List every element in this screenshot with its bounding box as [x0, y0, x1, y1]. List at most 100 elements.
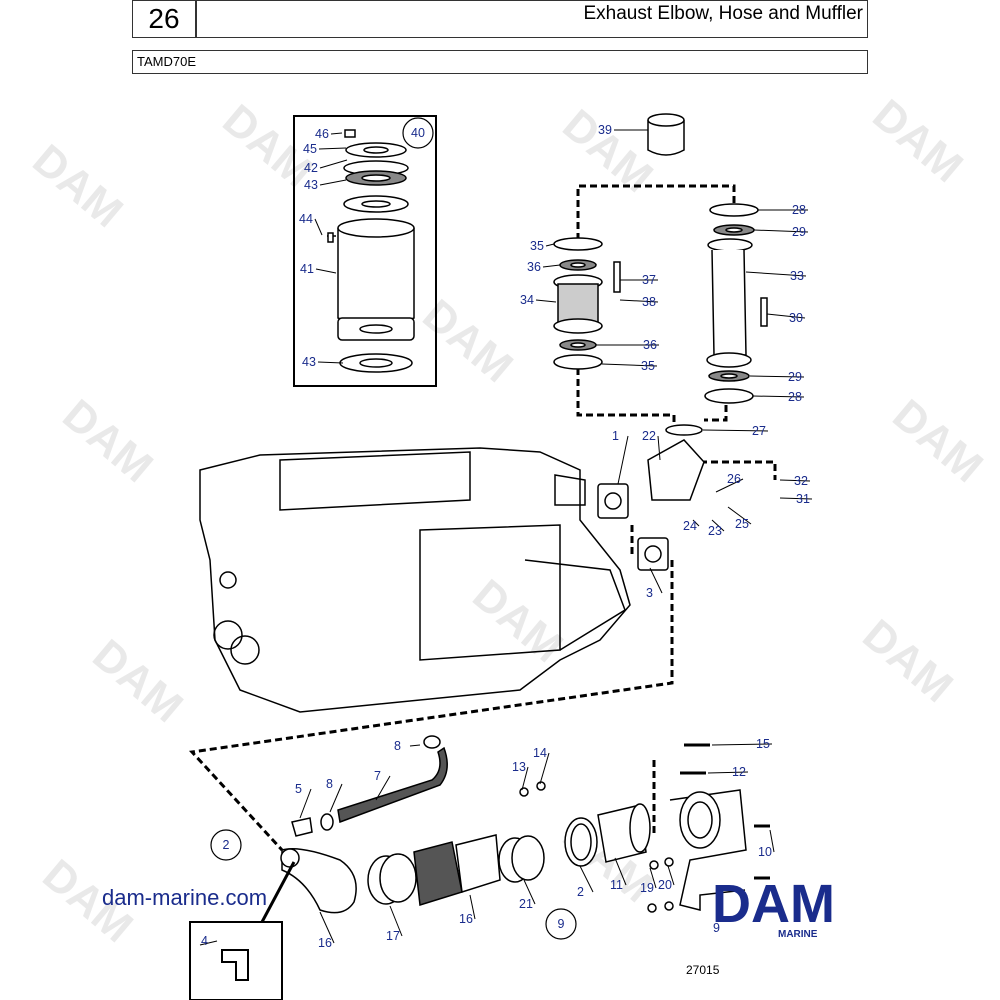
callout-leader	[692, 519, 700, 527]
callout-31: 31	[796, 492, 810, 506]
callout-33: 33	[790, 269, 804, 283]
callout-21: 21	[519, 897, 533, 911]
model-box: TAMD70E	[132, 50, 868, 74]
logo-sub: MARINE	[778, 929, 818, 940]
callout-leader	[711, 519, 725, 532]
callout-leader	[319, 179, 347, 186]
callout-leader	[521, 766, 529, 791]
callout-29: 29	[792, 225, 806, 239]
watermark: DAM	[464, 570, 572, 672]
callout-9: 9	[713, 921, 720, 935]
callout-leader	[753, 229, 809, 233]
callout-25: 25	[735, 517, 749, 531]
callout-2: 2	[577, 885, 584, 899]
callout-leader	[769, 829, 775, 853]
callout-leader	[314, 218, 323, 236]
callout-7: 7	[374, 769, 381, 783]
callout-8: 8	[326, 777, 333, 791]
callout-leader	[319, 911, 335, 944]
callout-leader	[711, 743, 773, 746]
callout-8: 8	[394, 739, 401, 753]
lower-exhaust-parts	[280, 735, 770, 914]
callout-23: 23	[708, 524, 722, 538]
circled-callout-2: 2	[223, 838, 230, 852]
callout-leader	[199, 940, 218, 946]
callout-leader	[299, 788, 312, 819]
callout-28: 28	[788, 390, 802, 404]
title-box: Exhaust Elbow, Hose and Muffler	[196, 0, 868, 38]
callout-leader	[315, 268, 337, 274]
callout-leader	[715, 478, 744, 493]
upper-exhaust-parts	[553, 113, 768, 571]
callout-29: 29	[788, 370, 802, 384]
callout-27: 27	[752, 424, 766, 438]
callout-leader	[409, 744, 421, 747]
circled-callout-ring	[402, 117, 434, 149]
callout-leader	[766, 313, 806, 319]
circled-callout-9: 9	[558, 917, 565, 931]
callout-24: 24	[683, 519, 697, 533]
callout-leader	[579, 865, 594, 893]
callout-leader	[619, 299, 659, 303]
callout-leader	[649, 867, 657, 889]
callout-22: 22	[642, 429, 656, 443]
callout-5: 5	[295, 782, 302, 796]
callout-19: 19	[640, 881, 654, 895]
callout-4: 4	[201, 934, 208, 948]
callout-20: 20	[658, 878, 672, 892]
callout-38: 38	[642, 295, 656, 309]
figure-number: 27015	[686, 963, 720, 977]
callout-leader	[727, 506, 752, 525]
callout-leader	[649, 567, 663, 594]
watermark: DAM	[854, 610, 962, 712]
callout-leader	[702, 429, 769, 432]
callout-leader	[535, 299, 557, 303]
callout-28: 28	[792, 203, 806, 217]
callout-leader	[539, 752, 550, 785]
callout-44: 44	[299, 212, 313, 226]
assembly-lines	[188, 184, 777, 852]
circled-callout-ring	[210, 829, 242, 861]
callout-35: 35	[641, 359, 655, 373]
dam-marine-logo: DAM	[712, 878, 835, 928]
circled-callout-ring	[545, 908, 577, 940]
callout-12: 12	[732, 765, 746, 779]
callout-leader	[523, 879, 536, 905]
callout-leader	[375, 775, 391, 801]
watermark: DAM	[24, 135, 132, 237]
model-label: TAMD70E	[137, 54, 196, 69]
muffler-inset	[293, 115, 437, 387]
callout-10: 10	[758, 845, 772, 859]
callout-16: 16	[459, 912, 473, 926]
website-label: dam-marine.com	[102, 885, 268, 910]
callout-1: 1	[612, 429, 619, 443]
callout-leader	[317, 361, 344, 364]
callout-leader	[330, 132, 343, 135]
callout-16: 16	[318, 936, 332, 950]
watermark: DAM	[414, 290, 522, 392]
logo-brand: DAM	[712, 878, 835, 928]
callout-43: 43	[302, 355, 316, 369]
callout-32: 32	[794, 474, 808, 488]
page-title: Exhaust Elbow, Hose and Muffler	[583, 3, 863, 24]
callout-leader	[752, 395, 805, 398]
engine-illustration	[199, 447, 631, 713]
callout-leader	[319, 159, 348, 169]
watermark: DAM	[864, 90, 972, 192]
callout-leader	[542, 264, 561, 268]
callout-35: 35	[530, 239, 544, 253]
callout-leader	[779, 479, 811, 482]
callout-43: 43	[304, 178, 318, 192]
circled-callout-40: 40	[411, 126, 425, 140]
callout-42: 42	[304, 161, 318, 175]
watermark: DAM	[54, 390, 162, 492]
callout-46: 46	[315, 127, 329, 141]
callout-14: 14	[533, 746, 547, 760]
callout-36: 36	[527, 260, 541, 274]
callout-39: 39	[598, 123, 612, 137]
callout-41: 41	[300, 262, 314, 276]
callout-leader	[617, 435, 629, 485]
section-number: 26	[132, 0, 196, 38]
callout-leader	[779, 497, 813, 500]
